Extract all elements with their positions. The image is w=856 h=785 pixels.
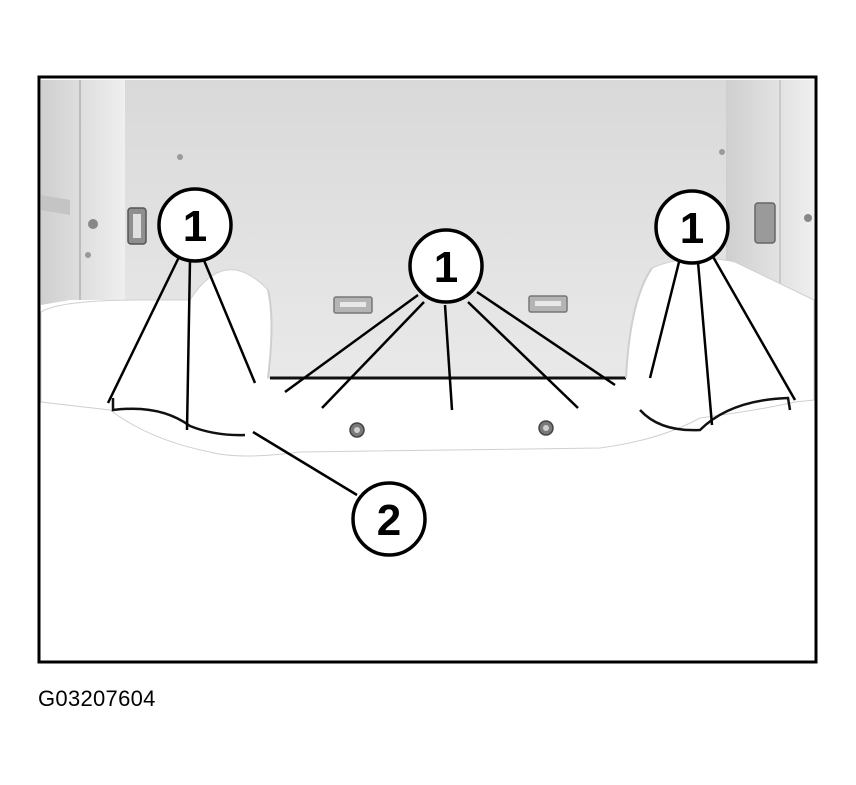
callout-1-center: 1 [408, 228, 484, 304]
diagram-svg: 1 1 1 2 [37, 75, 818, 664]
figure-id-label: G03207604 [38, 686, 156, 711]
leader-lines [106, 254, 797, 497]
callout-1-right: 1 [654, 189, 730, 265]
right-latch [754, 202, 776, 244]
seam-line-right [639, 396, 792, 432]
callout-1-center-label: 1 [434, 243, 458, 292]
callout-2-label: 2 [377, 496, 401, 545]
callout-2: 2 [351, 481, 427, 557]
callout-1-left: 1 [157, 187, 233, 263]
left-pillar [41, 80, 125, 305]
right-pillar [726, 80, 814, 320]
callout-1-left-label: 1 [183, 202, 207, 251]
callout-1-right-label: 1 [680, 204, 704, 253]
diagram-figure: 1 1 1 2 [37, 75, 818, 664]
